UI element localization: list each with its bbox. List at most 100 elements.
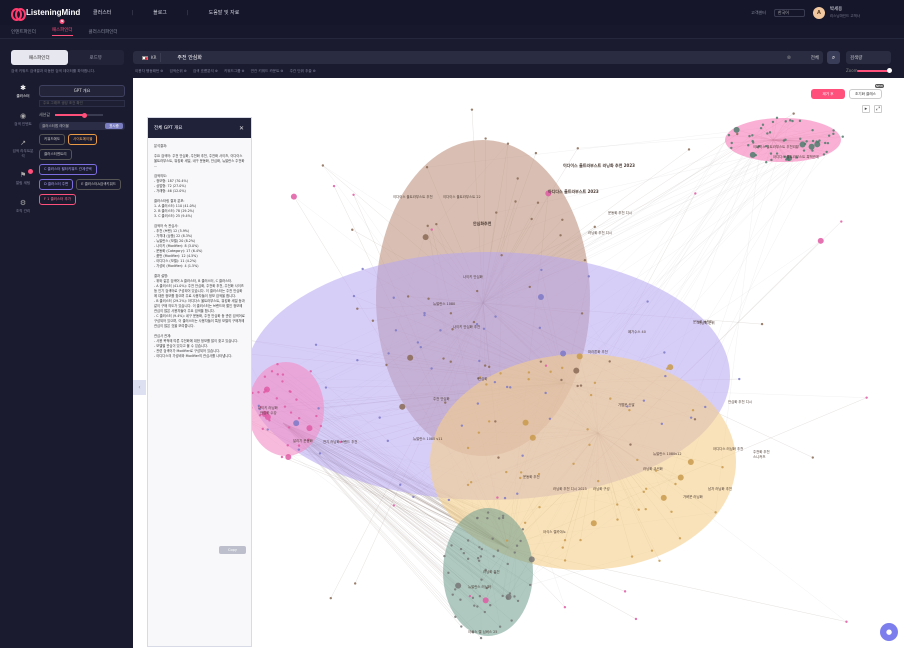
graph-node[interactable]	[677, 474, 684, 481]
graph-node[interactable]	[332, 184, 336, 188]
graph-node[interactable]	[733, 126, 740, 133]
graph-node[interactable]	[827, 134, 831, 137]
avatar[interactable]: A	[812, 6, 825, 19]
graph-node[interactable]	[544, 391, 547, 395]
graph-node[interactable]	[730, 146, 733, 150]
graph-node[interactable]	[689, 416, 693, 419]
graph-node[interactable]	[482, 327, 486, 330]
graph-node[interactable]	[306, 425, 313, 432]
graph-node[interactable]	[268, 419, 271, 422]
graph-node[interactable]	[423, 311, 426, 315]
graph-node[interactable]	[378, 416, 381, 419]
menu-item-blog[interactable]: 블로그	[153, 10, 167, 16]
graph-node[interactable]	[583, 259, 587, 262]
graph-node[interactable]	[466, 557, 470, 561]
filter-chip[interactable]: D 클러스터 주변	[39, 179, 74, 190]
graph-node[interactable]	[472, 320, 476, 324]
graph-node[interactable]	[275, 397, 279, 400]
graph-node[interactable]	[514, 200, 517, 203]
graph-node[interactable]	[385, 363, 388, 367]
graph-node[interactable]	[515, 544, 519, 547]
graph-node[interactable]	[476, 402, 480, 405]
graph-node[interactable]	[258, 414, 262, 417]
graph-node[interactable]	[466, 539, 470, 542]
hint-chip[interactable]: 연관 키워드 카운트 ⊗	[250, 69, 284, 73]
graph-node[interactable]	[493, 571, 497, 575]
graph-node[interactable]	[808, 143, 815, 150]
scope-select[interactable]: 전체	[810, 55, 819, 61]
hint-chip[interactable]: 주관 단위 추출 ⊗	[289, 69, 316, 73]
graph-node[interactable]	[576, 384, 579, 388]
graph-node[interactable]	[537, 472, 541, 476]
graph-node[interactable]	[329, 596, 332, 600]
search-button[interactable]: ⌕	[827, 51, 840, 64]
graph-node[interactable]	[523, 521, 527, 524]
graph-node[interactable]	[528, 583, 532, 587]
graph-node[interactable]	[536, 201, 540, 204]
graph-node[interactable]	[822, 153, 826, 156]
graph-node[interactable]	[477, 431, 481, 434]
graph-node[interactable]	[297, 448, 301, 451]
graph-node[interactable]	[499, 372, 502, 375]
graph-node[interactable]	[522, 419, 529, 426]
graph-node[interactable]	[749, 151, 756, 158]
graph-node[interactable]	[505, 385, 509, 389]
graph-node[interactable]	[497, 456, 500, 459]
graph-node[interactable]	[425, 166, 429, 169]
graph-node[interactable]	[496, 496, 499, 499]
graph-node[interactable]	[442, 357, 445, 360]
graph-node[interactable]	[588, 443, 591, 447]
graph-node[interactable]	[459, 547, 463, 551]
graph-node[interactable]	[447, 571, 450, 575]
menu-item-help[interactable]: 도움말 및 자료	[208, 10, 240, 16]
cluster-region[interactable]	[443, 508, 533, 636]
graph-node[interactable]	[792, 112, 795, 115]
play-icon[interactable]: ▸	[862, 105, 870, 113]
graph-node[interactable]	[399, 483, 402, 486]
graph-node[interactable]	[593, 381, 597, 385]
graph-node[interactable]	[559, 234, 562, 237]
session-slider[interactable]	[55, 112, 104, 118]
tab-cluster-finder[interactable]: 클러스터파인더	[88, 29, 118, 35]
graph-node[interactable]	[539, 360, 543, 363]
graph-node[interactable]	[714, 511, 717, 514]
graph-node[interactable]	[426, 224, 429, 228]
graph-node[interactable]	[678, 537, 682, 540]
filter-chip[interactable]: 키워드에도	[39, 134, 66, 145]
graph-node[interactable]	[261, 410, 268, 417]
graph-node[interactable]	[687, 148, 691, 151]
graph-node[interactable]	[394, 329, 398, 332]
graph-node[interactable]	[297, 416, 301, 420]
graph-node[interactable]	[491, 537, 494, 540]
graph-node[interactable]	[608, 360, 611, 363]
graph-node[interactable]	[596, 479, 600, 483]
graph-node[interactable]	[783, 155, 787, 158]
graph-node[interactable]	[771, 120, 775, 124]
graph-node[interactable]	[276, 373, 279, 376]
graph-node[interactable]	[784, 120, 787, 123]
mode-roadview-button[interactable]: 로드뷰	[67, 50, 124, 65]
graph-node[interactable]	[407, 354, 414, 361]
side-item[interactable]: ⚙조직 관리	[11, 199, 35, 214]
graph-node[interactable]	[259, 405, 262, 409]
search-input[interactable]: 주전 안심화	[177, 55, 202, 61]
graph-node[interactable]	[451, 328, 454, 331]
graph-node[interactable]	[460, 625, 463, 628]
graph-node[interactable]	[494, 420, 497, 423]
graph-node[interactable]	[510, 619, 513, 622]
graph-node[interactable]	[623, 590, 627, 593]
graph-node[interactable]	[527, 378, 530, 381]
graph-node[interactable]	[784, 138, 787, 141]
graph-node[interactable]	[476, 516, 479, 520]
graph-node[interactable]	[545, 190, 552, 197]
graph-node[interactable]	[480, 578, 483, 581]
graph-node[interactable]	[422, 234, 429, 241]
graph-node[interactable]	[501, 514, 505, 518]
tab-intent-finder[interactable]: 인텐트파인더	[11, 29, 36, 35]
graph-node[interactable]	[307, 438, 310, 441]
graph-node[interactable]	[530, 217, 533, 221]
graph-node[interactable]	[281, 373, 285, 376]
